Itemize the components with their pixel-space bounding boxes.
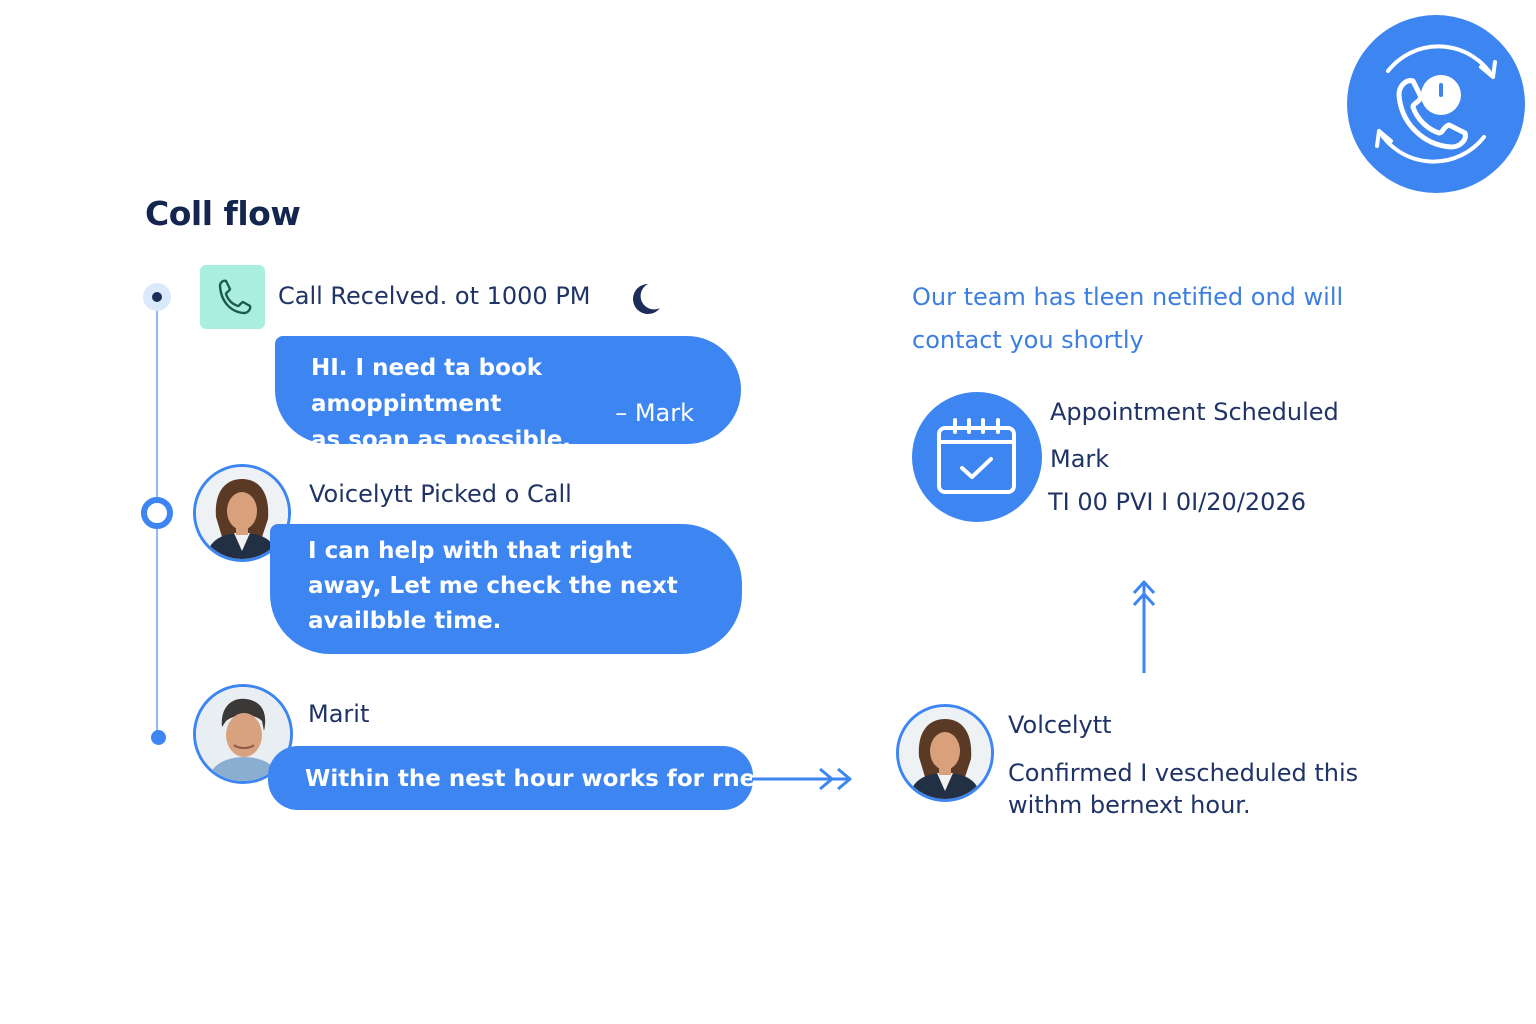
caller-name-label: Marit xyxy=(308,700,370,728)
calendar-check-icon xyxy=(937,418,1016,494)
agent-avatar-confirmation xyxy=(896,704,994,802)
caller-message-line-2: as soan as possible. xyxy=(311,427,572,453)
arrow-up-icon xyxy=(1127,577,1161,679)
appointment-name: Mark xyxy=(1050,445,1110,473)
phone-tile xyxy=(200,265,265,329)
call-received-label: Call Recelved. ot 1000 PM xyxy=(278,282,591,310)
app-logo-badge[interactable] xyxy=(1347,15,1525,193)
confirmation-message: Confirmed I vescheduled this withm berne… xyxy=(1008,759,1359,819)
confirmation-agent-name: Volcelytt xyxy=(1008,711,1112,739)
double-arrow-right-icon xyxy=(752,764,856,798)
agent-message-bubble: I can help with that right away, Let me … xyxy=(270,524,742,654)
timeline-dot-agent-picked xyxy=(141,497,173,529)
phone-refresh-icon xyxy=(1375,44,1497,164)
caller-avatar xyxy=(193,684,293,784)
moon-icon xyxy=(624,280,662,322)
phone-icon xyxy=(218,279,252,315)
calendar-badge xyxy=(912,392,1042,522)
caller-message-bubble: HI. I need ta book amoppintment as soan … xyxy=(275,336,741,453)
caller-message-line-1: HI. I need ta book amoppintment xyxy=(311,355,543,417)
appointment-title: Appointment Scheduled xyxy=(1050,398,1339,426)
timeline-dot-call-received xyxy=(143,283,171,311)
appointment-time: TI 00 PVI I 0I/20/2026 xyxy=(1048,488,1306,516)
caller-reply-bubble: Within the nest hour works for rne. xyxy=(268,746,764,810)
team-notified-message: Our team has tleen netified ond will con… xyxy=(912,283,1344,354)
page-title: Coll flow xyxy=(145,194,301,233)
agent-picked-label: Voicelytt Picked ο Call xyxy=(309,480,572,508)
timeline-dot-caller-reply xyxy=(151,730,166,745)
caller-message-signature: – Mark xyxy=(615,399,694,427)
